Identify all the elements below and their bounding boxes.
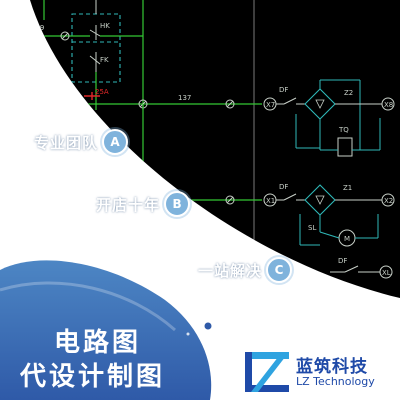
sensor-label-sl: SL bbox=[308, 224, 316, 232]
title-line-2: 代设计制图 bbox=[20, 362, 166, 392]
switch-label-df-3: DF bbox=[338, 257, 347, 265]
feature-item-team: 专业团队 A bbox=[34, 129, 129, 155]
feature-item-onestop: 一站解决 C bbox=[198, 257, 293, 283]
contact-label-hk: HK bbox=[100, 22, 110, 30]
bridge-label-z2: Z2 bbox=[344, 89, 353, 97]
bridge-label-z1: Z1 bbox=[343, 184, 352, 192]
terminal-label-xl: XL bbox=[382, 269, 391, 277]
title-line-1: 电路图 bbox=[54, 328, 142, 358]
fuse-label-25a: 25A bbox=[95, 88, 109, 96]
blue-blob bbox=[0, 260, 212, 400]
wire-label-137: 137 bbox=[178, 94, 191, 102]
lz-logo bbox=[245, 352, 289, 392]
coil-label-tq: TQ bbox=[338, 126, 349, 134]
feature-label: 开店十年 bbox=[96, 195, 161, 214]
brand-name-en: LZ Technology bbox=[296, 375, 375, 388]
terminal-label-x8: X8 bbox=[384, 101, 393, 109]
badge-c: C bbox=[266, 257, 293, 283]
badge-a: A bbox=[102, 129, 129, 155]
badge-b: B bbox=[164, 191, 191, 217]
terminal-label-x1: X1 bbox=[266, 197, 275, 205]
feature-label: 专业团队 bbox=[34, 133, 99, 152]
switch-label-df-1: DF bbox=[279, 86, 288, 94]
terminal-label-x7: X7 bbox=[266, 101, 275, 109]
feature-label: 一站解决 bbox=[198, 261, 263, 280]
decor-dot bbox=[204, 322, 212, 330]
brand-name-cn: 蓝筑科技 bbox=[296, 357, 368, 377]
terminal-label-x2: X2 bbox=[384, 197, 393, 205]
switch-label-df-2: DF bbox=[279, 183, 288, 191]
contact-label-fk: FK bbox=[100, 56, 109, 64]
feature-item-experience: 开店十年 B bbox=[96, 191, 191, 217]
motor-label-m: M bbox=[344, 235, 350, 243]
